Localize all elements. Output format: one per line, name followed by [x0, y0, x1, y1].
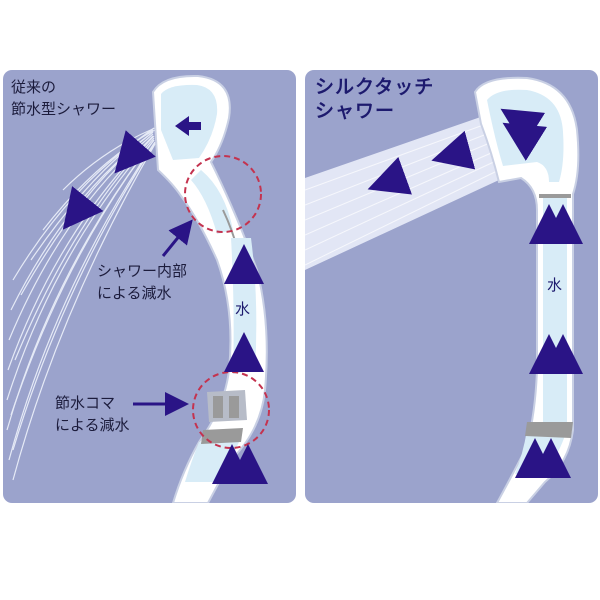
- callout-internal-line2: による減水: [97, 284, 172, 302]
- arrow-icon: [367, 156, 413, 195]
- left-title-line2: 節水型シャワー: [11, 100, 117, 118]
- right-water-label: 水: [547, 276, 563, 294]
- right-title-line2: シャワー: [315, 100, 396, 122]
- arrow-icon: [431, 130, 476, 170]
- arrow-icon: [62, 186, 104, 230]
- silktouch-shower-panel: シルクタッチ シャワー 水: [305, 70, 598, 503]
- left-water-label: 水: [235, 300, 251, 318]
- left-title-line1: 従来の: [11, 78, 57, 96]
- arrow-icon: [502, 122, 548, 161]
- conventional-shower-illustration: [3, 70, 296, 503]
- callout-piece-line2: による減水: [55, 416, 130, 434]
- right-title-line1: シルクタッチ: [315, 76, 435, 98]
- silktouch-shower-illustration: [305, 70, 598, 503]
- arrow-icon: [175, 116, 201, 136]
- callout-internal-line1: シャワー内部: [97, 262, 188, 280]
- dashed-circle-icon: [192, 371, 270, 449]
- dashed-circle-icon: [184, 155, 262, 233]
- arrow-icon: [161, 219, 193, 257]
- arrow-icon: [114, 130, 156, 174]
- arrow-icon: [500, 108, 546, 147]
- conventional-shower-panel: 従来の 節水型シャワー シャワー内部 による減水 節水コマ による減水 水: [3, 70, 296, 503]
- callout-piece-line1: 節水コマ: [55, 394, 116, 412]
